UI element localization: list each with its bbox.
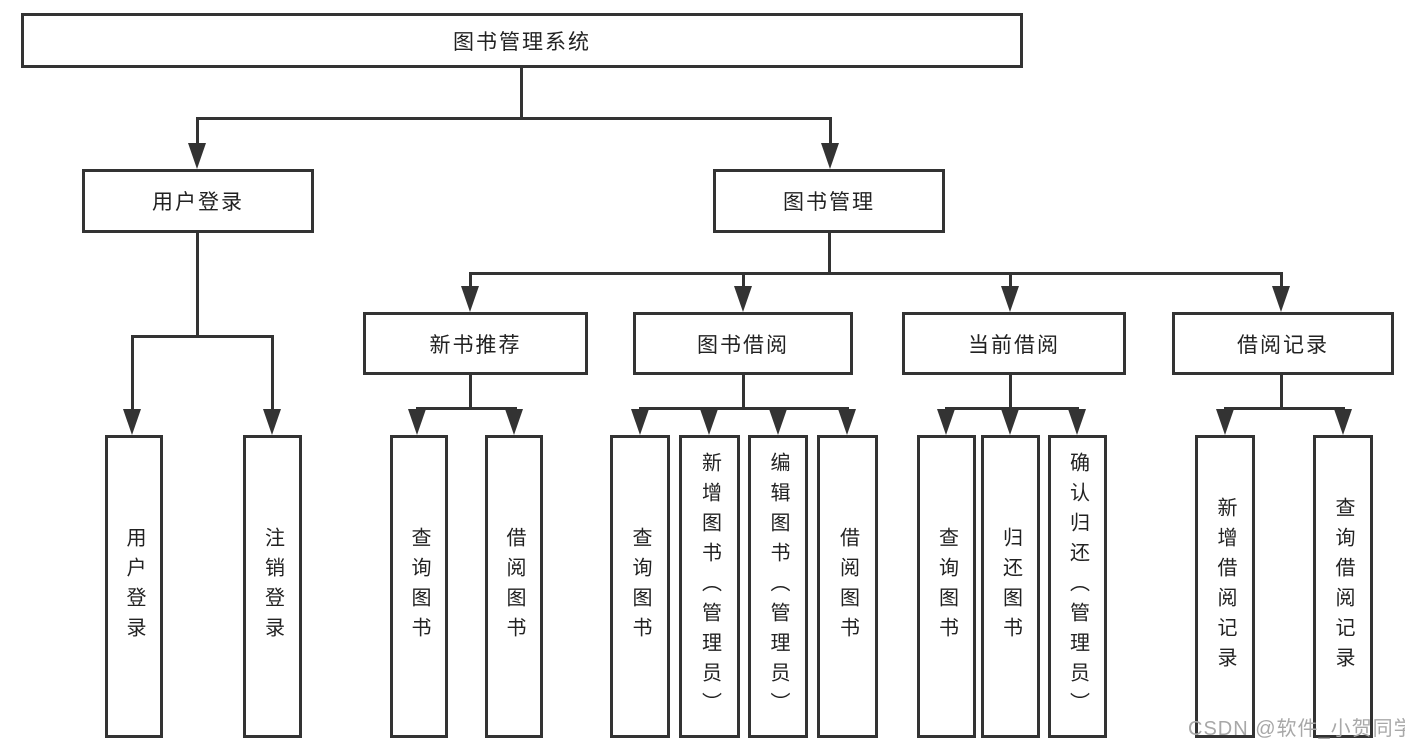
connector-drop-l3 <box>1009 272 1012 290</box>
leaf-confirm-return-admin-label: 确认归还（管理员） <box>1066 451 1089 722</box>
leaf-add-book-admin: 新增图书（管理员） <box>679 435 740 738</box>
arrowhead-down-icon <box>1216 409 1234 435</box>
connector-book-management-stem <box>828 233 831 275</box>
node-book-borrow-label: 图书借阅 <box>697 333 789 357</box>
connector-l3-branch <box>1224 407 1345 410</box>
node-root-label: 图书管理系统 <box>453 30 591 54</box>
connector-drop-l3 <box>469 272 472 290</box>
leaf-query-books-2-label: 查询图书 <box>629 526 651 647</box>
leaf-query-books-3-label: 查询图书 <box>935 526 958 647</box>
node-user-login-label: 用户登录 <box>152 191 244 214</box>
arrowhead-down-icon <box>188 143 206 169</box>
node-current-borrow: 当前借阅 <box>902 312 1126 375</box>
node-book-management: 图书管理 <box>713 169 945 233</box>
leaf-query-books-3: 查询图书 <box>917 435 976 738</box>
leaf-return-books-label: 归还图书 <box>999 526 1022 647</box>
arrowhead-down-icon <box>1334 409 1352 435</box>
arrowhead-down-icon <box>263 409 281 435</box>
connector-drop-l3 <box>742 272 745 290</box>
connector-l3-stem <box>1280 375 1283 409</box>
connector-l3-branch <box>945 407 1079 410</box>
node-book-borrow: 图书借阅 <box>633 312 853 375</box>
connector-drop-user-login <box>196 117 199 149</box>
leaf-edit-book-admin: 编辑图书（管理员） <box>748 435 808 738</box>
node-book-management-label: 图书管理 <box>783 191 875 214</box>
arrowhead-down-icon <box>769 409 787 435</box>
leaf-add-borrow-record: 新增借阅记录 <box>1195 435 1255 738</box>
connector-drop-leaf <box>271 335 274 413</box>
connector-user-login-stem <box>196 233 199 337</box>
arrowhead-down-icon <box>1272 286 1290 312</box>
connector-book-management-branch <box>469 272 1282 275</box>
arrowhead-down-icon <box>631 409 649 435</box>
arrowhead-down-icon <box>1001 409 1019 435</box>
leaf-query-books-1: 查询图书 <box>390 435 448 738</box>
leaf-add-book-admin-label: 新增图书（管理员） <box>698 451 721 722</box>
node-borrow-records: 借阅记录 <box>1172 312 1394 375</box>
leaf-borrow-books-1-label: 借阅图书 <box>503 526 525 647</box>
csdn-watermark: CSDN @软件_小贺同学 <box>1188 718 1405 740</box>
arrowhead-down-icon <box>937 409 955 435</box>
connector-l3-branch <box>416 407 517 410</box>
leaf-query-borrow-record: 查询借阅记录 <box>1313 435 1373 738</box>
connector-user-login-branch <box>131 335 274 338</box>
node-borrow-records-label: 借阅记录 <box>1237 333 1329 357</box>
leaf-borrow-books-2-label: 借阅图书 <box>836 526 859 647</box>
connector-root-branch <box>196 117 831 120</box>
leaf-return-books: 归还图书 <box>981 435 1040 738</box>
leaf-query-books-1-label: 查询图书 <box>408 526 430 647</box>
arrowhead-down-icon <box>700 409 718 435</box>
leaf-user-login: 用户登录 <box>105 435 163 738</box>
leaf-borrow-books-2: 借阅图书 <box>817 435 878 738</box>
connector-l3-branch <box>639 407 849 410</box>
node-user-login: 用户登录 <box>82 169 314 233</box>
arrowhead-down-icon <box>1001 286 1019 312</box>
connector-l3-stem <box>469 375 472 409</box>
arrowhead-down-icon <box>734 286 752 312</box>
connector-drop-leaf <box>131 335 134 413</box>
node-current-borrow-label: 当前借阅 <box>968 333 1060 357</box>
leaf-add-borrow-record-label: 新增借阅记录 <box>1214 496 1236 677</box>
connector-drop-book-management <box>829 117 832 149</box>
arrowhead-down-icon <box>821 143 839 169</box>
arrowhead-down-icon <box>461 286 479 312</box>
arrowhead-down-icon <box>123 409 141 435</box>
node-root: 图书管理系统 <box>21 13 1023 68</box>
leaf-edit-book-admin-label: 编辑图书（管理员） <box>767 451 789 722</box>
leaf-user-login-label: 用户登录 <box>123 526 145 647</box>
leaf-borrow-books-1: 借阅图书 <box>485 435 543 738</box>
leaf-confirm-return-admin: 确认归还（管理员） <box>1048 435 1107 738</box>
connector-drop-l3 <box>1280 272 1283 290</box>
leaf-logout-label: 注销登录 <box>261 526 284 647</box>
connector-l3-stem <box>1009 375 1012 409</box>
arrowhead-down-icon <box>408 409 426 435</box>
leaf-query-books-2: 查询图书 <box>610 435 670 738</box>
node-new-book-recommend: 新书推荐 <box>363 312 588 375</box>
connector-root-stem <box>520 68 523 120</box>
leaf-query-borrow-record-label: 查询借阅记录 <box>1332 496 1354 677</box>
leaf-logout: 注销登录 <box>243 435 302 738</box>
arrowhead-down-icon <box>505 409 523 435</box>
arrowhead-down-icon <box>838 409 856 435</box>
node-new-book-recommend-label: 新书推荐 <box>429 333 522 357</box>
arrowhead-down-icon <box>1068 409 1086 435</box>
connector-l3-stem <box>742 375 745 409</box>
